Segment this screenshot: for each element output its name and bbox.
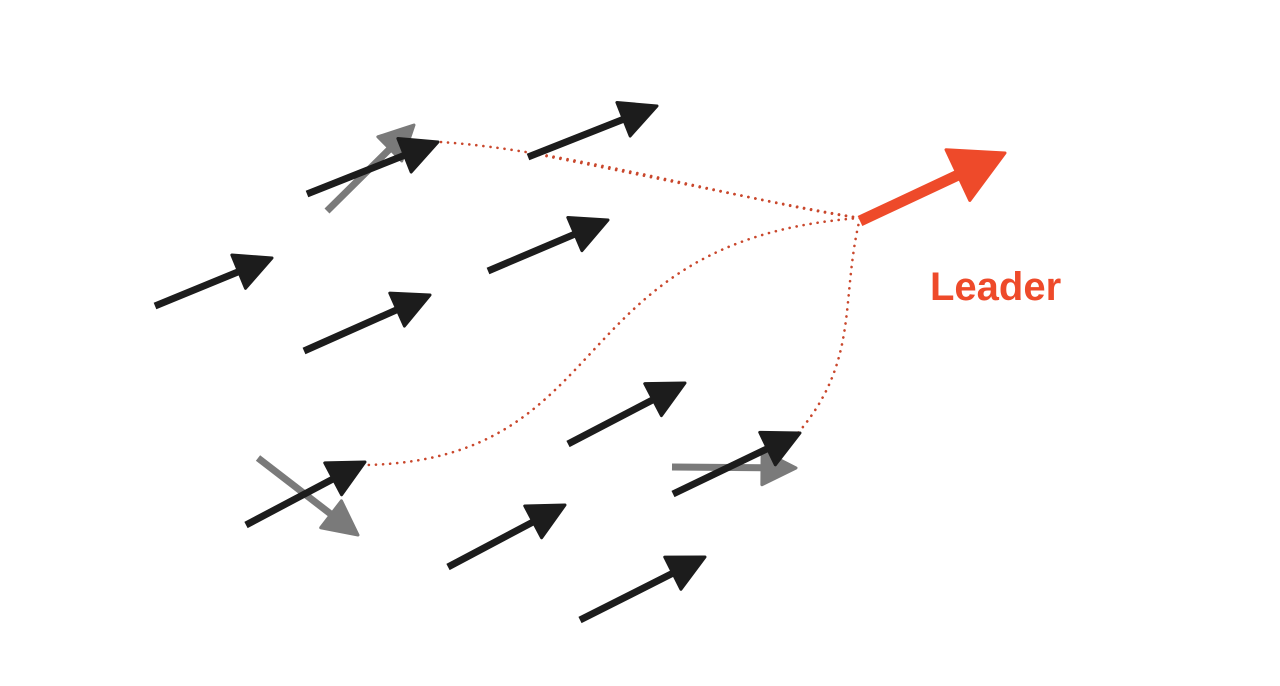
follower-arrow-icon-2 [526,100,659,161]
follower-arrow-icon-3 [153,253,274,310]
influence-line-3 [363,216,862,467]
follower-arrow-icon-9 [446,503,567,571]
follower-arrow-icon-5 [302,291,432,355]
influence-lines [363,140,862,467]
follower-arrow-icon-10 [578,555,707,624]
leader-arrow-icon [857,148,1007,226]
leader-label: Leader [930,265,1061,309]
follower-arrow-icon-6 [566,381,687,448]
influence-line-2 [528,151,862,220]
influence-line-4 [796,216,862,435]
previous-direction-arrows [255,123,798,537]
follower-arrows [153,100,802,624]
follower-arrow-icon-1 [305,137,440,198]
follower-arrow-icon-8 [244,460,367,529]
follower-arrow-icon-7 [671,430,802,498]
follower-arrow-icon-4 [486,216,610,275]
leader [857,148,1007,226]
previous-direction-arrow-icon-2 [255,455,360,537]
